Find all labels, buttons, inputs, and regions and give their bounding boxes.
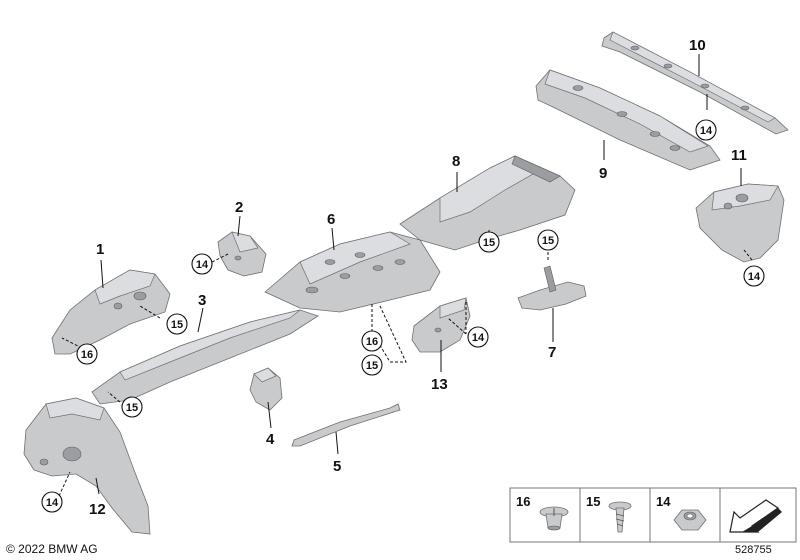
part-5-strip [291, 403, 401, 447]
label-part-13: 13 [431, 376, 448, 393]
direction-arrow-icon [729, 499, 782, 533]
callout-15-part-1: 15 [166, 313, 188, 335]
label-part-10: 10 [689, 37, 706, 54]
label-part-3: 3 [198, 292, 206, 309]
callout-15-part-7: 15 [537, 229, 559, 251]
callout-14-part-13: 14 [467, 326, 489, 348]
svg-text:14: 14 [748, 271, 761, 283]
svg-text:14: 14 [196, 259, 209, 271]
svg-text:14: 14 [700, 125, 713, 137]
label-part-8: 8 [452, 153, 460, 170]
legend-label-14: 14 [656, 494, 671, 509]
copyright-text: © 2022 BMW AG [6, 542, 98, 556]
svg-text:15: 15 [483, 237, 495, 249]
label-part-7: 7 [548, 344, 556, 361]
screw-icon [608, 501, 632, 533]
part-10-shield [601, 31, 789, 135]
part-9-shield [535, 69, 721, 171]
callout-16-part-1: 16 [76, 343, 98, 365]
svg-text:15: 15 [542, 235, 554, 247]
part-2-bracket [217, 231, 267, 277]
legend-label-15: 15 [586, 494, 600, 509]
callout-14-part-12: 14 [41, 491, 63, 513]
part-11-shield [695, 183, 785, 263]
svg-text:15: 15 [171, 319, 183, 331]
dashed-leaders [58, 249, 753, 497]
fastener-legend: 16 15 14 [509, 487, 797, 543]
svg-text:15: 15 [126, 402, 138, 414]
svg-text:16: 16 [81, 349, 93, 361]
callout-15-part-6: 15 [361, 354, 383, 376]
callout-16-part-6: 16 [361, 330, 383, 352]
svg-text:16: 16 [366, 336, 378, 348]
label-part-5: 5 [333, 458, 341, 475]
legend-label-16: 16 [516, 494, 530, 509]
reference-number: 528755 [735, 544, 772, 556]
label-part-12: 12 [89, 501, 106, 518]
part-8-shield [399, 155, 576, 251]
part-1-shield [51, 269, 171, 355]
part-7-bracket [517, 265, 587, 311]
label-part-1: 1 [96, 241, 104, 258]
svg-text:14: 14 [46, 497, 59, 509]
legend-box-15 [579, 487, 651, 543]
label-part-6: 6 [327, 211, 335, 228]
part-3-shield [91, 309, 319, 405]
nut-icon [673, 509, 707, 531]
label-part-9: 9 [599, 165, 607, 182]
callout-circles: 14 15 16 15 16 15 14 15 [41, 119, 765, 513]
part-number-labels: 1 2 3 4 5 6 7 8 9 10 11 12 13 [89, 37, 747, 518]
svg-text:15: 15 [366, 360, 378, 372]
label-part-4: 4 [266, 431, 275, 448]
callout-14-part-2: 14 [191, 253, 213, 275]
svg-text:14: 14 [472, 332, 485, 344]
label-part-2: 2 [235, 199, 243, 216]
label-part-11: 11 [731, 147, 747, 164]
callout-15-part-3: 15 [121, 396, 143, 418]
part-12-wheel-arch-shield [23, 397, 151, 535]
callout-14-part-10: 14 [695, 119, 717, 141]
callout-14-part-11: 14 [743, 265, 765, 287]
part-4-bracket [249, 367, 283, 411]
part-6-shield [264, 231, 441, 313]
callout-15-part-8: 15 [478, 231, 500, 253]
clip-fastener-icon [539, 506, 569, 531]
part-13-bracket [411, 297, 471, 353]
